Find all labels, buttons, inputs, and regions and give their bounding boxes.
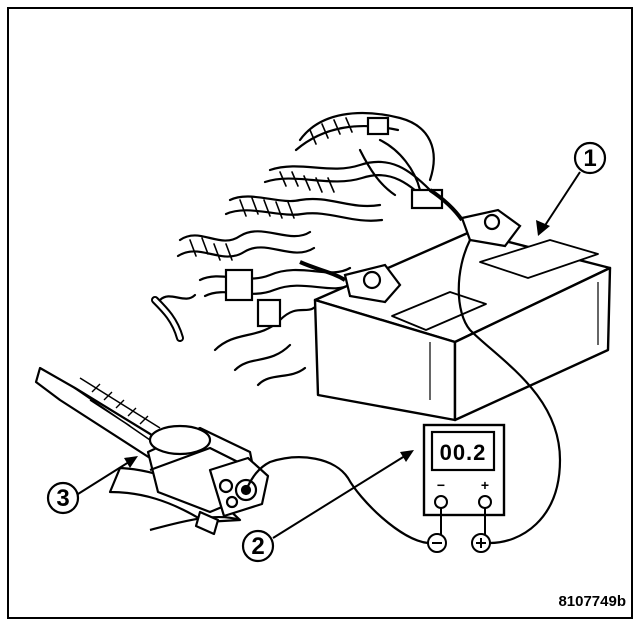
starter-motor <box>34 366 270 536</box>
callout-3-circle <box>46 481 80 515</box>
callout-2-number: 2 <box>251 533 264 560</box>
negative-lead <box>246 456 430 545</box>
meter-minus-label: − <box>437 477 445 493</box>
battery-positive-terminal <box>428 188 522 248</box>
meter-negative-jack <box>434 495 448 509</box>
meter-negative-plug <box>427 533 447 553</box>
meter-positive-plug <box>471 533 491 553</box>
callout-1: 1 <box>536 141 607 236</box>
callout-3-number: 3 <box>56 485 69 512</box>
battery <box>313 230 612 422</box>
callout-2-circle <box>241 529 275 563</box>
meter-display <box>430 430 496 472</box>
positive-lead <box>457 238 562 545</box>
figure-code: 8107749b <box>558 593 626 610</box>
figure-border <box>7 7 633 619</box>
meter-reading: 00.2 <box>440 440 487 465</box>
callout-2: 2 <box>241 450 414 563</box>
callout-1-circle <box>573 141 607 175</box>
callout-1-number: 1 <box>583 145 596 172</box>
callout-3: 3 <box>46 456 138 515</box>
multimeter: 00.2 − + <box>422 423 506 553</box>
meter-plus-label: + <box>481 477 489 493</box>
test-leads <box>246 238 562 545</box>
battery-negative-terminal <box>299 260 402 304</box>
meter-positive-jack <box>478 495 492 509</box>
